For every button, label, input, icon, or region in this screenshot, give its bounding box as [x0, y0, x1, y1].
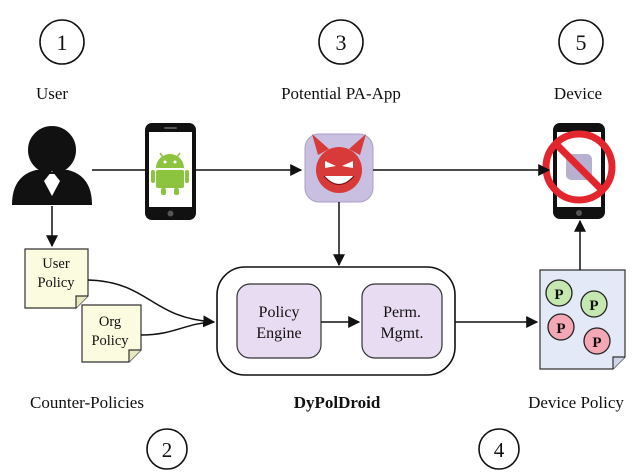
policy-engine-module: Policy Engine: [236, 283, 322, 359]
policy-badge: P: [583, 327, 611, 355]
step-number: 4: [494, 438, 505, 462]
device-label: Device: [554, 84, 602, 103]
policy-badge: P: [580, 290, 608, 318]
step-number: 1: [57, 30, 68, 55]
step-5-badge: 5: [558, 19, 604, 65]
user-policy-document: User Policy: [24, 248, 89, 309]
device-policy-label: Device Policy: [528, 393, 624, 412]
svg-text:P: P: [592, 335, 601, 351]
policy-document-icon: P P P P: [539, 269, 626, 370]
svg-text:P: P: [554, 287, 563, 303]
org-policy-line: Org: [99, 314, 121, 330]
perm-mgmt-line: Perm.: [383, 304, 421, 321]
blocked-device-icon: [542, 123, 616, 219]
step-4-badge: 4: [478, 428, 520, 470]
user-policy-line: User: [42, 256, 70, 272]
policy-engine-line: Engine: [256, 325, 301, 342]
step-number: 5: [576, 30, 587, 55]
step-number: 2: [162, 438, 173, 462]
svg-text:P: P: [589, 298, 598, 314]
devil-face-icon: [304, 133, 374, 203]
perm-mgmt-module: Perm. Mgmt.: [361, 283, 443, 359]
perm-mgmt-line: Mgmt.: [380, 325, 423, 342]
user-label: User: [36, 84, 68, 103]
org-policy-line: Policy: [91, 333, 129, 349]
android-robot-icon: [151, 152, 189, 195]
policy-badge: P: [547, 313, 575, 341]
step-2-badge: 2: [146, 428, 188, 470]
dypoldroid-label: DyPolDroid: [294, 393, 381, 412]
step-3-badge: 3: [318, 19, 364, 65]
svg-text:P: P: [556, 321, 565, 337]
step-number: 3: [336, 30, 347, 55]
user-policy-to-engine-curve: [87, 279, 216, 328]
policy-badge: P: [545, 279, 573, 307]
org-policy-to-engine-curve: [140, 321, 215, 336]
counter-policies-label: Counter-Policies: [30, 393, 144, 412]
step-1-badge: 1: [39, 19, 85, 65]
policy-engine-line: Policy: [259, 304, 300, 321]
user-policy-line: Policy: [37, 275, 75, 291]
user-silhouette-icon: [12, 126, 92, 205]
org-policy-document: Org Policy: [81, 304, 142, 363]
pa-app-label: Potential PA-App: [281, 84, 401, 103]
